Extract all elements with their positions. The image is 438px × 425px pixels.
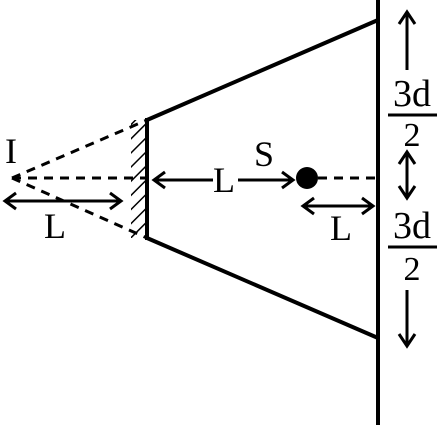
source-point <box>296 167 318 189</box>
arrow-central-gap <box>397 149 417 201</box>
fraction-bottom-numerator: 3d <box>393 205 431 247</box>
lower-reflected-ray <box>146 236 379 340</box>
arrow-image-mirror-distance <box>2 191 124 211</box>
label-distance-mirror-source: L <box>213 160 235 200</box>
fraction-bottom-denominator: 2 <box>404 251 421 288</box>
image-to-upper-edge-dashed <box>11 118 148 180</box>
label-distance-image-mirror: L <box>44 206 66 246</box>
fraction-top-denominator: 2 <box>404 117 421 154</box>
arrow-mirror-source-distance <box>151 170 296 190</box>
image-to-lower-edge-dashed <box>11 176 148 240</box>
label-source: S <box>254 134 274 174</box>
mirror-hatching <box>131 120 145 238</box>
fraction-top-numerator: 3d <box>393 73 431 115</box>
upper-reflected-ray <box>146 18 379 122</box>
label-distance-source-screen: L <box>330 208 352 248</box>
arrow-source-screen-distance <box>300 196 376 216</box>
arrow-top-extent <box>397 9 417 70</box>
arrow-bottom-extent <box>397 290 417 349</box>
label-image: I <box>5 131 17 171</box>
